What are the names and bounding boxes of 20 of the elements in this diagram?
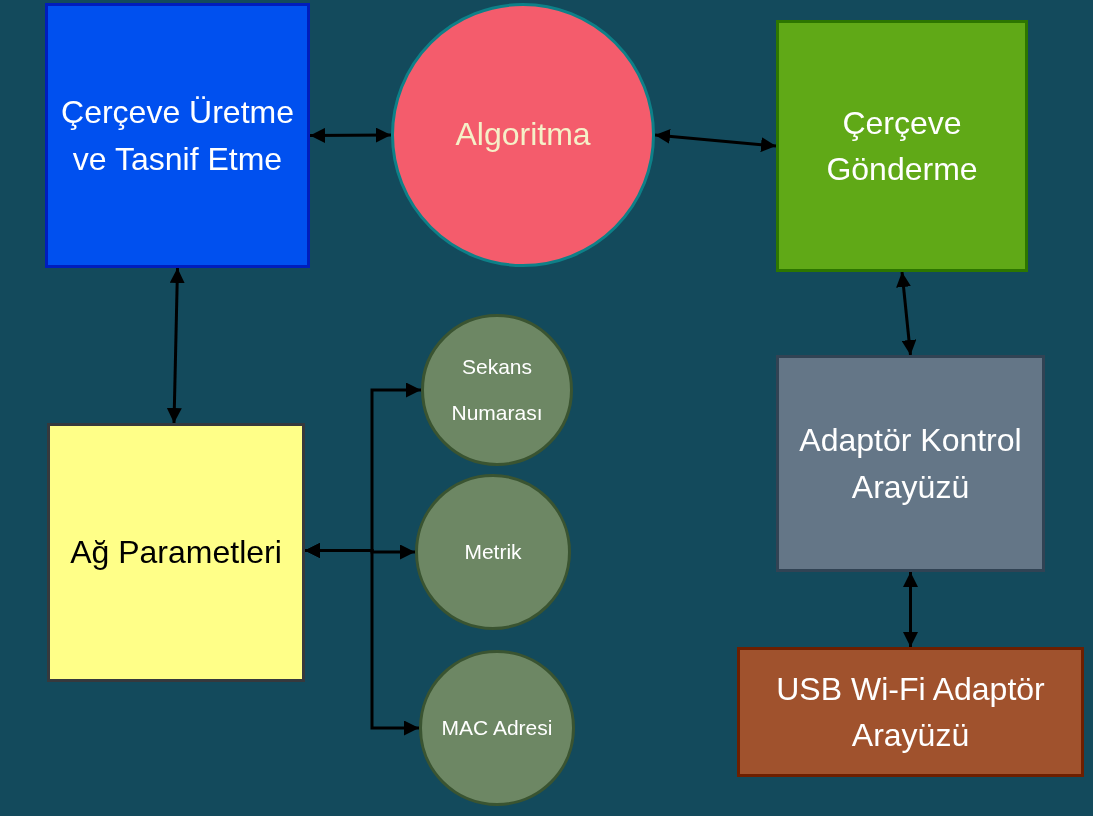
node-label: Sekans Numarası bbox=[450, 353, 544, 426]
node-label: Çerçeve Üretme ve Tasnif Etme bbox=[60, 93, 295, 179]
arrow bbox=[654, 128, 777, 153]
node-label: Algoritma bbox=[455, 115, 591, 155]
node-label: Adaptör Kontrol Arayüzü bbox=[798, 421, 1023, 507]
arrow bbox=[310, 127, 391, 143]
process-box bbox=[45, 3, 310, 268]
node-label: Ağ Parametleri bbox=[70, 533, 282, 573]
process-box bbox=[47, 423, 305, 682]
arrow bbox=[903, 572, 918, 647]
node-label: Çerçeve Gönderme bbox=[825, 103, 979, 189]
process-box bbox=[776, 355, 1045, 572]
node-label: Metrik bbox=[464, 539, 522, 566]
node-label: MAC Adresi bbox=[441, 715, 553, 742]
arrow bbox=[896, 271, 917, 356]
arrow bbox=[305, 543, 419, 736]
process-box bbox=[776, 20, 1028, 272]
node-label: USB Wi-Fi Adaptör Arayüzü bbox=[775, 669, 1046, 755]
arrow bbox=[166, 267, 185, 424]
process-box bbox=[737, 647, 1084, 777]
